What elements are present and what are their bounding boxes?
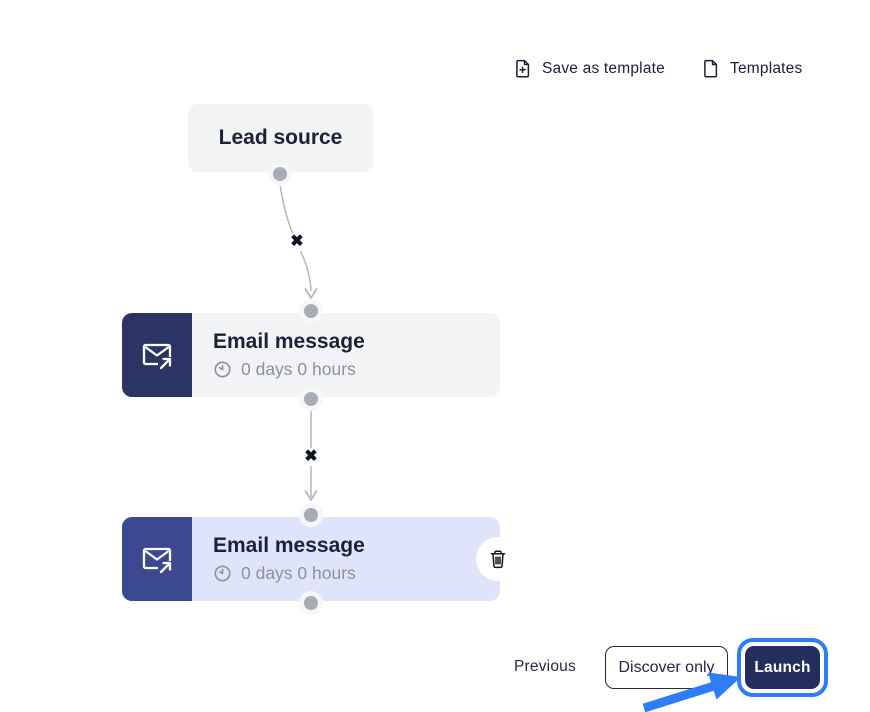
email-send-icon — [142, 343, 175, 373]
save-as-template-button[interactable]: Save as template — [514, 59, 665, 78]
connection-x-icon[interactable]: ✖ — [301, 448, 321, 466]
connector-dot-email2-in[interactable] — [299, 503, 323, 527]
email-step-delay: 0 days 0 hours — [213, 563, 500, 584]
connector-dot-email1-out[interactable] — [299, 387, 323, 411]
file-icon — [704, 59, 718, 78]
node-email-message-2[interactable]: Email message 0 days 0 hours — [122, 517, 500, 601]
delete-step-button[interactable] — [476, 537, 520, 581]
connector-dot-lead-out[interactable] — [268, 162, 292, 186]
node-lead-source[interactable]: Lead source — [188, 104, 373, 172]
launch-highlight-ring: Launch — [737, 638, 828, 697]
email-step-body: Email message 0 days 0 hours — [192, 517, 500, 601]
connection-x-icon[interactable]: ✖ — [287, 233, 307, 251]
discover-only-button[interactable]: Discover only — [605, 646, 728, 689]
launch-button[interactable]: Launch — [745, 646, 820, 689]
email-send-icon — [142, 547, 175, 577]
email-step-title: Email message — [213, 330, 365, 354]
email-step-delay-text: 0 days 0 hours — [241, 358, 356, 379]
email-step-body: Email message 0 days 0 hours — [192, 313, 500, 397]
clock-icon — [214, 361, 231, 378]
trash-icon — [490, 549, 506, 568]
lead-source-title: Lead source — [218, 126, 343, 149]
email-step-delay-text: 0 days 0 hours — [241, 562, 356, 583]
templates-button[interactable]: Templates — [702, 59, 802, 78]
clock-icon — [214, 565, 231, 582]
email-step-title: Email message — [213, 534, 365, 558]
email-step-delay: 0 days 0 hours — [213, 359, 500, 380]
save-as-template-label: Save as template — [542, 59, 665, 77]
file-plus-icon — [516, 59, 530, 78]
connector-dot-email1-in[interactable] — [299, 299, 323, 323]
email-step-icon-square — [122, 313, 192, 397]
previous-button[interactable]: Previous — [514, 658, 576, 675]
node-email-message-1[interactable]: Email message 0 days 0 hours — [122, 313, 500, 397]
email-step-icon-square — [122, 517, 192, 601]
templates-label: Templates — [730, 59, 803, 77]
connector-dot-email2-out[interactable] — [299, 591, 323, 615]
